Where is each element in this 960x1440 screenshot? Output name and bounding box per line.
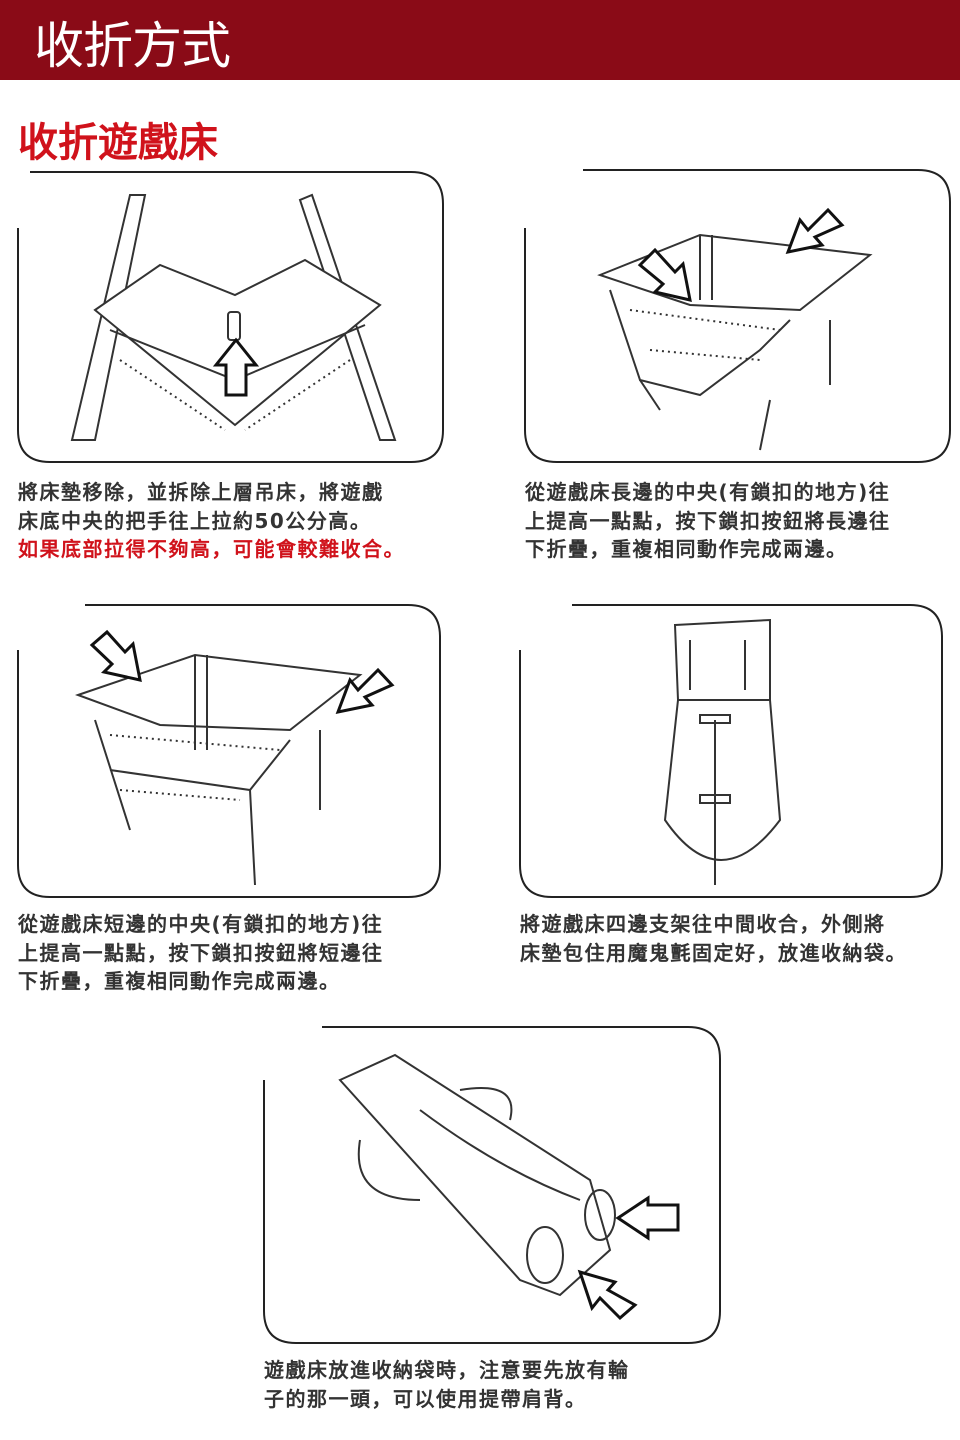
caption-line: 床底中央的把手往上拉約50公分高。: [18, 508, 372, 533]
step-2-caption: 從遊戲床長邊的中央(有鎖扣的地方)往 上提高一點點，按下鎖扣按鈕將長邊往 下折疊…: [525, 478, 891, 564]
step-5-caption: 遊戲床放進收納袋時，注意要先放有輪 子的那一頭，可以使用提帶肩背。: [264, 1356, 630, 1413]
down-right-arrow-icon: [637, 247, 692, 302]
caption-line: 下折疊，重複相同動作完成兩邊。: [18, 969, 341, 993]
caption-line: 下折疊，重複相同動作完成兩邊。: [525, 537, 848, 561]
up-arrow-icon: [212, 337, 260, 397]
step-3-caption: 從遊戲床短邊的中央(有鎖扣的地方)往 上提高一點點，按下鎖扣按鈕將短邊往 下折疊…: [18, 910, 384, 996]
page-title: 收折方式: [34, 17, 231, 75]
down-left-arrow-icon: [785, 207, 845, 255]
panel-4-frame: [519, 604, 943, 898]
panel-1-frame: [17, 171, 444, 463]
folded-playpen-wrapped-illustration: [663, 618, 782, 885]
left-arrow-icon: [615, 1195, 680, 1241]
caption-line: 將床墊移除，並拆除上層吊床，將遊戲: [18, 480, 384, 504]
header-banner: 收折方式: [0, 0, 960, 80]
caption-line: 子的那一頭，可以使用提帶肩背。: [264, 1386, 587, 1411]
caption-line: 遊戲床放進收納袋時，注意要先放有輪: [264, 1358, 630, 1382]
warning-line: 如果底部拉得不夠高，可能會較難收合。: [18, 537, 405, 561]
caption-line: 床墊包住用魔鬼氈固定好，放進收納袋。: [520, 940, 907, 965]
playpen-unfolded-illustration: [70, 193, 397, 441]
caption-line: 上提高一點點，按下鎖扣按鈕將短邊往: [18, 940, 384, 965]
caption-line: 上提高一點點，按下鎖扣按鈕將長邊往: [525, 508, 891, 533]
caption-line: 從遊戲床短邊的中央(有鎖扣的地方)往: [18, 912, 384, 936]
panel-2-frame: [524, 169, 951, 463]
panel-5-frame: [263, 1026, 721, 1344]
down-left-arrow-icon: [335, 667, 395, 715]
playpen-folding-short-side-illustration: [75, 653, 363, 886]
step-4-caption: 將遊戲床四邊支架往中間收合，外側將 床墊包住用魔鬼氈固定好，放進收納袋。: [520, 910, 907, 967]
step-1-caption: 將床墊移除，並拆除上層吊床，將遊戲 床底中央的把手往上拉約50公分高。 如果底部…: [18, 478, 405, 564]
down-right-arrow-icon: [89, 629, 142, 682]
caption-line: 從遊戲床長邊的中央(有鎖扣的地方)往: [525, 480, 891, 504]
up-left-arrow-icon: [577, 1269, 638, 1321]
storage-bag-illustration: [338, 1053, 616, 1297]
caption-line: 將遊戲床四邊支架往中間收合，外側將: [520, 912, 886, 936]
section-title: 收折遊戲床: [18, 120, 218, 166]
panel-3-frame: [17, 604, 441, 898]
